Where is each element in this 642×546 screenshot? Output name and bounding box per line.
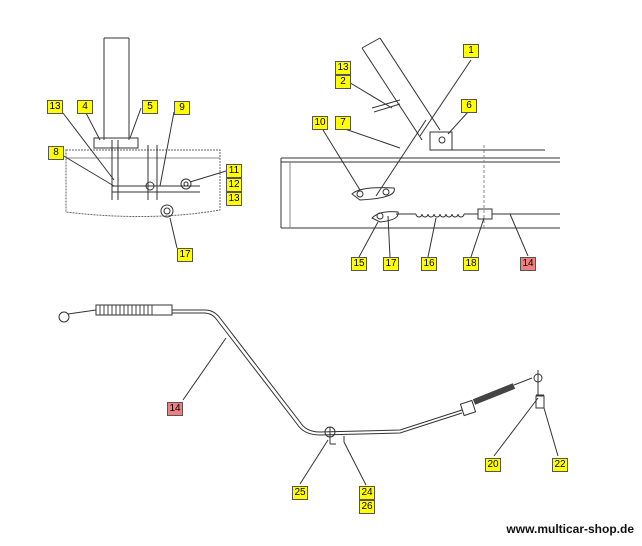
part-label-4[interactable]: 4: [77, 100, 93, 114]
part-label-25[interactable]: 25: [292, 486, 308, 500]
part-label-12[interactable]: 12: [226, 178, 242, 192]
part-label-24[interactable]: 24: [359, 486, 375, 500]
left-assembly-view: [61, 37, 227, 249]
part-label-17[interactable]: 17: [177, 248, 193, 262]
part-label-15[interactable]: 15: [351, 257, 367, 271]
part-label-10[interactable]: 10: [312, 116, 328, 130]
part-label-7[interactable]: 7: [335, 116, 351, 130]
cable-view: [58, 304, 559, 486]
part-label-14[interactable]: 14: [167, 402, 183, 416]
part-label-16[interactable]: 16: [421, 257, 437, 271]
part-label-17[interactable]: 17: [383, 257, 399, 271]
part-label-13[interactable]: 13: [335, 61, 351, 75]
right-assembly-view: [280, 37, 560, 258]
part-label-6[interactable]: 6: [461, 99, 477, 113]
part-label-14[interactable]: 14: [520, 257, 536, 271]
part-label-26[interactable]: 26: [359, 500, 375, 514]
part-label-1[interactable]: 1: [463, 44, 479, 58]
part-label-20[interactable]: 20: [485, 458, 501, 472]
part-label-11[interactable]: 11: [226, 164, 242, 178]
part-label-13[interactable]: 13: [226, 192, 242, 206]
part-label-13[interactable]: 13: [47, 100, 63, 114]
part-label-2[interactable]: 2: [335, 75, 351, 89]
part-label-18[interactable]: 18: [463, 257, 479, 271]
part-label-22[interactable]: 22: [552, 458, 568, 472]
part-label-9[interactable]: 9: [174, 101, 190, 115]
part-label-5[interactable]: 5: [142, 100, 158, 114]
website-watermark: www.multicar-shop.de: [506, 522, 634, 536]
part-label-8[interactable]: 8: [48, 146, 64, 160]
